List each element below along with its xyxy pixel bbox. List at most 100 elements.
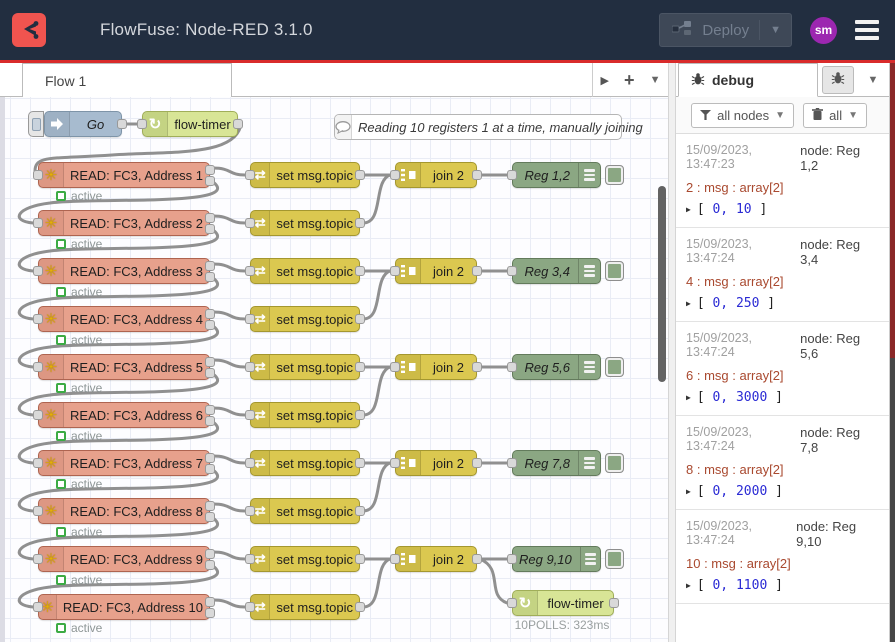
port-in[interactable]: [245, 410, 255, 420]
canvas-scrollbar[interactable]: [658, 186, 666, 382]
message-payload[interactable]: ▶[ 0, 250 ]: [686, 296, 776, 311]
tab-scroll-right-icon[interactable]: ▶: [600, 74, 609, 87]
expand-arrow-icon[interactable]: ▶: [686, 205, 691, 214]
port-out-1[interactable]: [205, 357, 215, 367]
tab-flow-1[interactable]: Flow 1: [22, 63, 232, 97]
add-flow-icon[interactable]: +: [624, 69, 635, 90]
chevron-down-icon[interactable]: ▼: [867, 74, 879, 86]
port-in[interactable]: [33, 602, 43, 612]
port-in[interactable]: [137, 119, 147, 129]
change-node-4[interactable]: ⇄set msg.topic: [245, 306, 365, 332]
debug-toggle-button[interactable]: [605, 453, 624, 473]
port-out-1[interactable]: [205, 597, 215, 607]
deploy-button[interactable]: Deploy ▼: [659, 13, 792, 47]
modbus-read-node-1[interactable]: ✳READ: FC3, Address 1: [33, 162, 215, 188]
port-out-2[interactable]: [205, 176, 215, 186]
inject-node[interactable]: Go: [44, 111, 127, 137]
modbus-read-node-2[interactable]: ✳READ: FC3, Address 2: [33, 210, 215, 236]
sidebar-scrollbar-thumb[interactable]: [890, 63, 895, 358]
port-out-2[interactable]: [205, 560, 215, 570]
modbus-read-node-10[interactable]: ✳READ: FC3, Address 10: [33, 594, 215, 620]
message-payload[interactable]: ▶[ 0, 1100 ]: [686, 578, 783, 593]
port-in[interactable]: [507, 266, 517, 276]
port-out-2[interactable]: [205, 224, 215, 234]
port-out[interactable]: [472, 266, 482, 276]
port-in[interactable]: [33, 554, 43, 564]
port-in[interactable]: [33, 410, 43, 420]
debug-toggle-button[interactable]: [605, 357, 624, 377]
port-in[interactable]: [33, 266, 43, 276]
debug-toggle-button[interactable]: [605, 165, 624, 185]
port-out-2[interactable]: [205, 272, 215, 282]
change-node-8[interactable]: ⇄set msg.topic: [245, 498, 365, 524]
port-out-2[interactable]: [205, 368, 215, 378]
clear-messages-button[interactable]: all ▼: [803, 102, 867, 128]
port-out[interactable]: [472, 554, 482, 564]
chevron-down-icon[interactable]: ▼: [649, 74, 661, 86]
port-out-1[interactable]: [205, 453, 215, 463]
port-out-1[interactable]: [205, 165, 215, 175]
port-in[interactable]: [390, 266, 400, 276]
port-out[interactable]: [355, 266, 365, 276]
debug-filter-bug-button[interactable]: [822, 66, 854, 94]
message-payload[interactable]: ▶[ 0, 3000 ]: [686, 390, 783, 405]
flow-canvas[interactable]: Go ↻ flow-timer Reading 10 registers 1 a…: [0, 97, 668, 642]
port-out[interactable]: [472, 458, 482, 468]
tab-debug[interactable]: debug: [678, 63, 818, 97]
join-node-5[interactable]: join 2: [390, 546, 482, 572]
port-out[interactable]: [355, 218, 365, 228]
port-out[interactable]: [355, 554, 365, 564]
port-out[interactable]: [355, 314, 365, 324]
change-node-7[interactable]: ⇄set msg.topic: [245, 450, 365, 476]
modbus-read-node-7[interactable]: ✳READ: FC3, Address 7: [33, 450, 215, 476]
port-in[interactable]: [507, 362, 517, 372]
port-out[interactable]: [355, 362, 365, 372]
debug-node-1[interactable]: Reg 1,2: [507, 162, 601, 188]
inject-button[interactable]: [28, 111, 44, 137]
change-node-3[interactable]: ⇄set msg.topic: [245, 258, 365, 284]
flow-timer-node[interactable]: ↻ flow-timer: [137, 111, 243, 137]
port-out-2[interactable]: [205, 512, 215, 522]
port-out-1[interactable]: [205, 501, 215, 511]
modbus-read-node-6[interactable]: ✳READ: FC3, Address 6: [33, 402, 215, 428]
port-in[interactable]: [33, 506, 43, 516]
port-out[interactable]: [233, 119, 243, 129]
port-out-2[interactable]: [205, 320, 215, 330]
change-node-6[interactable]: ⇄set msg.topic: [245, 402, 365, 428]
port-out-1[interactable]: [205, 213, 215, 223]
port-in[interactable]: [33, 362, 43, 372]
menu-icon[interactable]: [855, 20, 879, 40]
port-in[interactable]: [507, 554, 517, 564]
port-in[interactable]: [390, 362, 400, 372]
port-in[interactable]: [245, 314, 255, 324]
port-in[interactable]: [507, 170, 517, 180]
port-in[interactable]: [390, 554, 400, 564]
port-in[interactable]: [390, 170, 400, 180]
port-out-2[interactable]: [205, 464, 215, 474]
modbus-read-node-3[interactable]: ✳READ: FC3, Address 3: [33, 258, 215, 284]
flowfuse-logo-icon[interactable]: [12, 13, 46, 47]
join-node-2[interactable]: join 2: [390, 258, 482, 284]
debug-node-5[interactable]: Reg 9,10: [507, 546, 601, 572]
port-in[interactable]: [507, 598, 517, 608]
port-out[interactable]: [472, 362, 482, 372]
debug-node-2[interactable]: Reg 3,4: [507, 258, 601, 284]
change-node-5[interactable]: ⇄set msg.topic: [245, 354, 365, 380]
avatar[interactable]: sm: [810, 16, 837, 44]
port-out-2[interactable]: [205, 416, 215, 426]
comment-node[interactable]: Reading 10 registers 1 at a time, manual…: [334, 114, 643, 140]
modbus-read-node-5[interactable]: ✳READ: FC3, Address 5: [33, 354, 215, 380]
port-in[interactable]: [33, 218, 43, 228]
port-in[interactable]: [245, 266, 255, 276]
port-in[interactable]: [33, 314, 43, 324]
port-out-1[interactable]: [205, 309, 215, 319]
port-out-1[interactable]: [205, 261, 215, 271]
port-out-1[interactable]: [205, 405, 215, 415]
port-in[interactable]: [390, 458, 400, 468]
port-in[interactable]: [245, 362, 255, 372]
filter-nodes-button[interactable]: all nodes ▼: [691, 102, 795, 128]
